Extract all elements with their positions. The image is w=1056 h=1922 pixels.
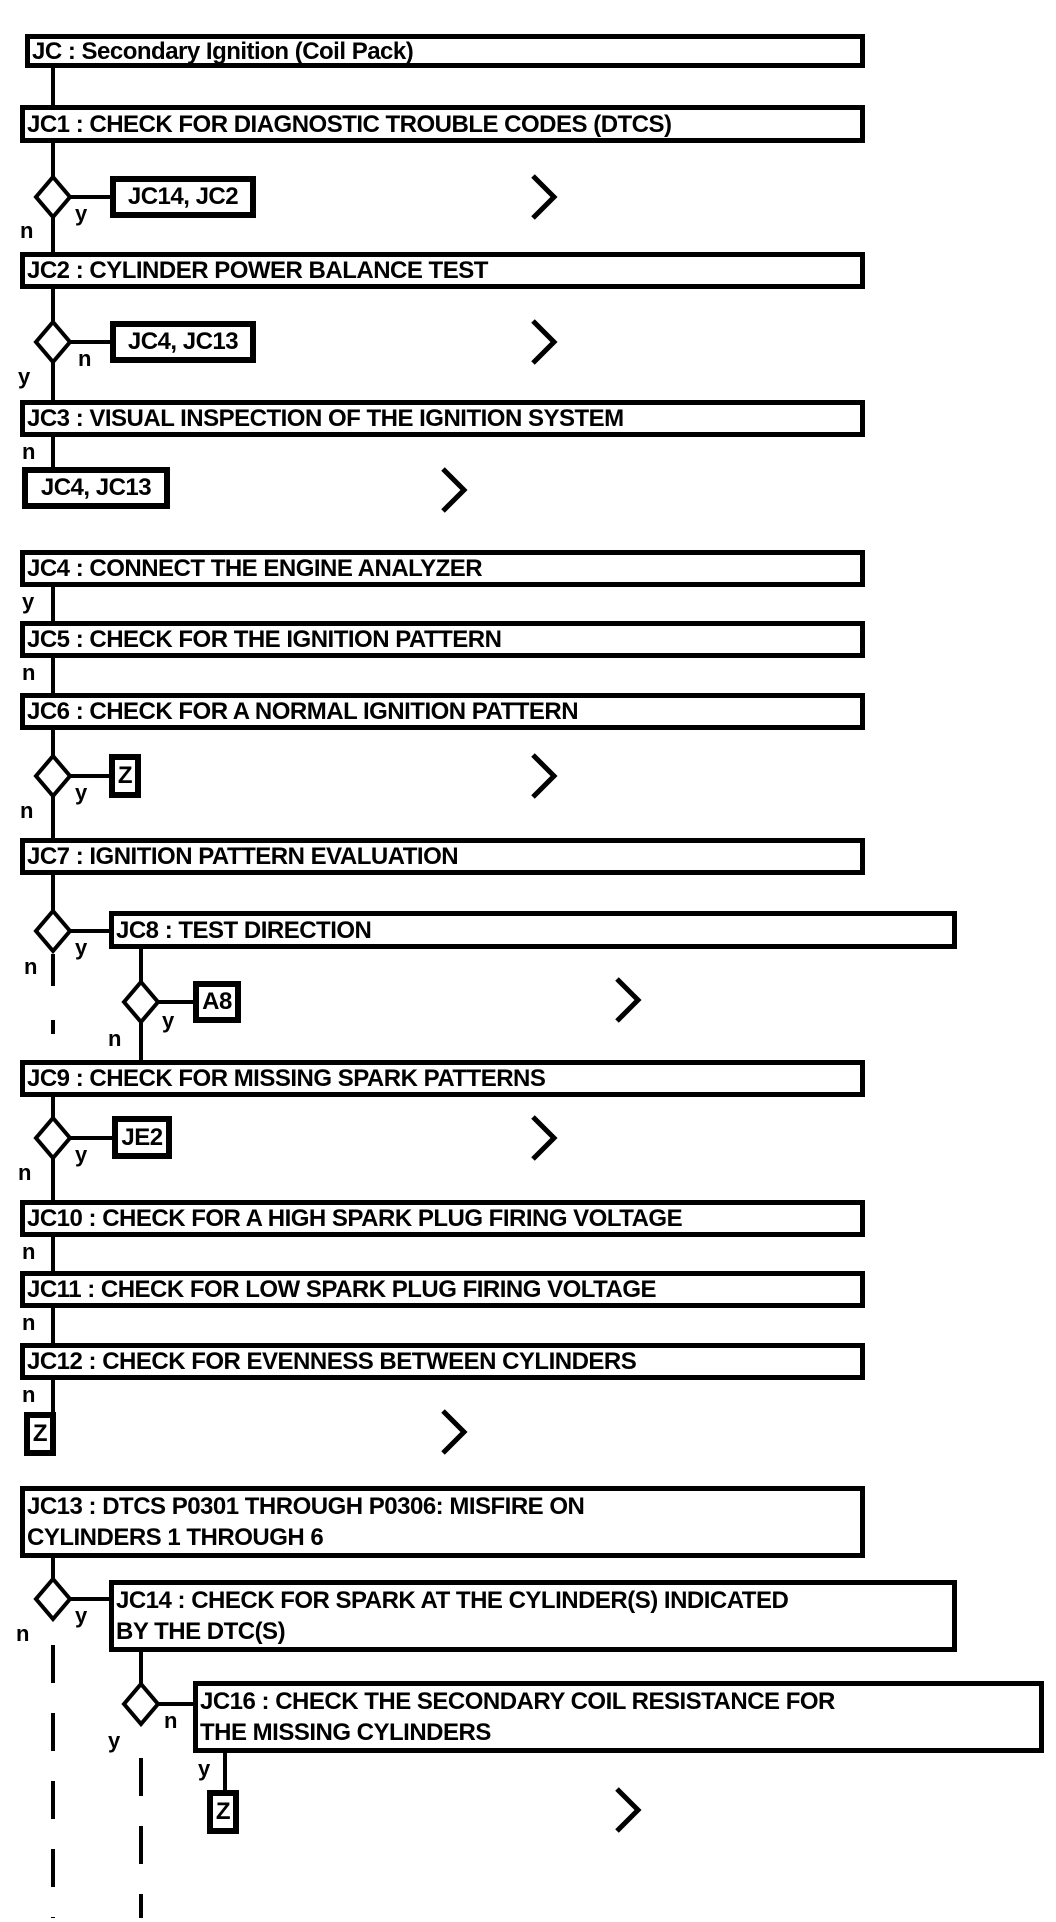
connector-line	[223, 1753, 227, 1792]
branch-label-no-jc11: n	[22, 1310, 36, 1335]
ref-node-jc12-no-z: Z	[24, 1412, 56, 1456]
connector-line	[51, 728, 55, 756]
flow-node-jc10: JC10 : CHECK FOR A HIGH SPARK PLUG FIRIN…	[20, 1200, 865, 1237]
branch-label-yes-jc7: y	[75, 935, 88, 960]
branch-label-no-jc13: n	[16, 1621, 30, 1646]
branch-label-no-jc6: n	[20, 798, 34, 823]
connector-line	[71, 195, 112, 199]
branch-label-no-jc3: n	[22, 439, 36, 464]
branch-label-no-jc7: n	[24, 954, 38, 979]
ref-node-jc2-no: JC4, JC13	[110, 321, 256, 363]
dashed-continuation-line	[51, 1645, 55, 1918]
flow-node-jc8: JC8 : TEST DIRECTION	[109, 911, 957, 949]
connector-line	[51, 363, 55, 402]
connector-line	[51, 68, 55, 107]
connector-line	[71, 774, 111, 778]
decision-diamond-jc9	[33, 1115, 73, 1161]
flow-node-jc13: JC13 : DTCS P0301 THROUGH P0306: MISFIRE…	[20, 1486, 865, 1558]
flow-node-jc4: JC4 : CONNECT THE ENGINE ANALYZER	[20, 550, 865, 587]
connector-line	[139, 1650, 143, 1683]
branch-label-no-jc12: n	[22, 1382, 36, 1407]
branch-label-no-jc2: n	[78, 346, 92, 371]
connector-line	[51, 289, 55, 321]
flow-node-jc9: JC9 : CHECK FOR MISSING SPARK PATTERNS	[20, 1060, 865, 1097]
connector-line	[51, 585, 55, 623]
connector-line	[51, 1378, 55, 1414]
flow-node-jc5: JC5 : CHECK FOR THE IGNITION PATTERN	[20, 621, 865, 658]
next-page-chevron-icon	[531, 1115, 558, 1161]
connector-line	[159, 1702, 195, 1706]
connector-line	[71, 1136, 114, 1140]
connector-line	[51, 656, 55, 695]
branch-label-yes-jc4: y	[22, 589, 35, 614]
flow-node-jc12: JC12 : CHECK FOR EVENNESS BETWEEN CYLIND…	[20, 1343, 865, 1380]
branch-label-no-jc14: n	[164, 1708, 178, 1733]
connector-line	[51, 1235, 55, 1273]
next-page-chevron-icon	[531, 174, 558, 220]
branch-label-yes-jc8: y	[162, 1008, 175, 1033]
connector-line	[51, 1556, 55, 1578]
dashed-continuation-line	[139, 1758, 143, 1918]
connector-line	[51, 217, 55, 254]
next-page-chevron-icon	[615, 1787, 642, 1833]
connector-line	[71, 929, 111, 933]
flow-title-node: JC : Secondary Ignition (Coil Pack)	[25, 34, 865, 68]
next-page-chevron-icon	[615, 977, 642, 1023]
flow-node-jc3: JC3 : VISUAL INSPECTION OF THE IGNITION …	[20, 400, 865, 437]
ref-node-jc16-yes-z: Z	[207, 1790, 239, 1834]
ref-node-jc9-yes-je2: JE2	[112, 1116, 172, 1159]
connector-line	[139, 1023, 143, 1061]
connector-line	[51, 143, 55, 180]
next-page-chevron-icon	[441, 467, 468, 513]
branch-label-yes-jc16: y	[198, 1756, 211, 1781]
branch-label-yes-jc9: y	[75, 1142, 88, 1167]
connector-line	[51, 797, 55, 840]
branch-label-yes-jc1: y	[75, 201, 88, 226]
connector-line	[159, 1000, 195, 1004]
branch-label-yes-jc14: y	[108, 1728, 121, 1753]
decision-diamond-jc2	[33, 319, 73, 365]
decision-diamond-jc6	[33, 753, 73, 799]
branch-label-no-jc1: n	[20, 218, 34, 243]
ref-node-jc8-yes-a8: A8	[193, 981, 241, 1023]
ref-node-jc1-yes: JC14, JC2	[110, 176, 256, 218]
ref-node-jc6-yes-z: Z	[109, 754, 141, 798]
flow-node-jc16: JC16 : CHECK THE SECONDARY COIL RESISTAN…	[193, 1681, 1044, 1753]
flow-node-jc14: JC14 : CHECK FOR SPARK AT THE CYLINDER(S…	[109, 1580, 957, 1652]
branch-label-yes-jc13: y	[75, 1603, 88, 1628]
flow-node-jc7: JC7 : IGNITION PATTERN EVALUATION	[20, 838, 865, 875]
branch-label-no-jc10: n	[22, 1239, 36, 1264]
connector-line	[71, 1597, 111, 1601]
next-page-chevron-icon	[531, 753, 558, 799]
branch-label-no-jc8: n	[108, 1026, 122, 1051]
next-page-chevron-icon	[441, 1409, 468, 1455]
decision-diamond-jc8	[121, 979, 161, 1025]
connector-line	[51, 1095, 55, 1117]
decision-diamond-jc7	[33, 908, 73, 954]
branch-label-no-jc9: n	[18, 1160, 32, 1185]
connector-line	[51, 1306, 55, 1345]
connector-line	[51, 954, 55, 986]
flow-node-jc1: JC1 : CHECK FOR DIAGNOSTIC TROUBLE CODES…	[20, 105, 865, 143]
connector-line	[51, 437, 55, 469]
flow-node-jc6: JC6 : CHECK FOR A NORMAL IGNITION PATTER…	[20, 693, 865, 730]
connector-line	[51, 873, 55, 910]
flow-node-jc2: JC2 : CYLINDER POWER BALANCE TEST	[20, 252, 865, 289]
connector-line	[139, 947, 143, 981]
decision-diamond-jc1	[33, 174, 73, 220]
decision-diamond-jc14	[121, 1681, 161, 1727]
connector-line	[51, 1158, 55, 1202]
branch-label-yes-jc6: y	[75, 780, 88, 805]
decision-diamond-jc13	[33, 1576, 73, 1622]
ref-node-jc3-no: JC4, JC13	[22, 467, 170, 509]
branch-label-yes-jc2: y	[18, 364, 31, 389]
flow-node-jc11: JC11 : CHECK FOR LOW SPARK PLUG FIRING V…	[20, 1271, 865, 1308]
next-page-chevron-icon	[531, 319, 558, 365]
branch-label-no-jc5: n	[22, 660, 36, 685]
connector-line-dash	[51, 1020, 55, 1034]
connector-line	[71, 340, 112, 344]
